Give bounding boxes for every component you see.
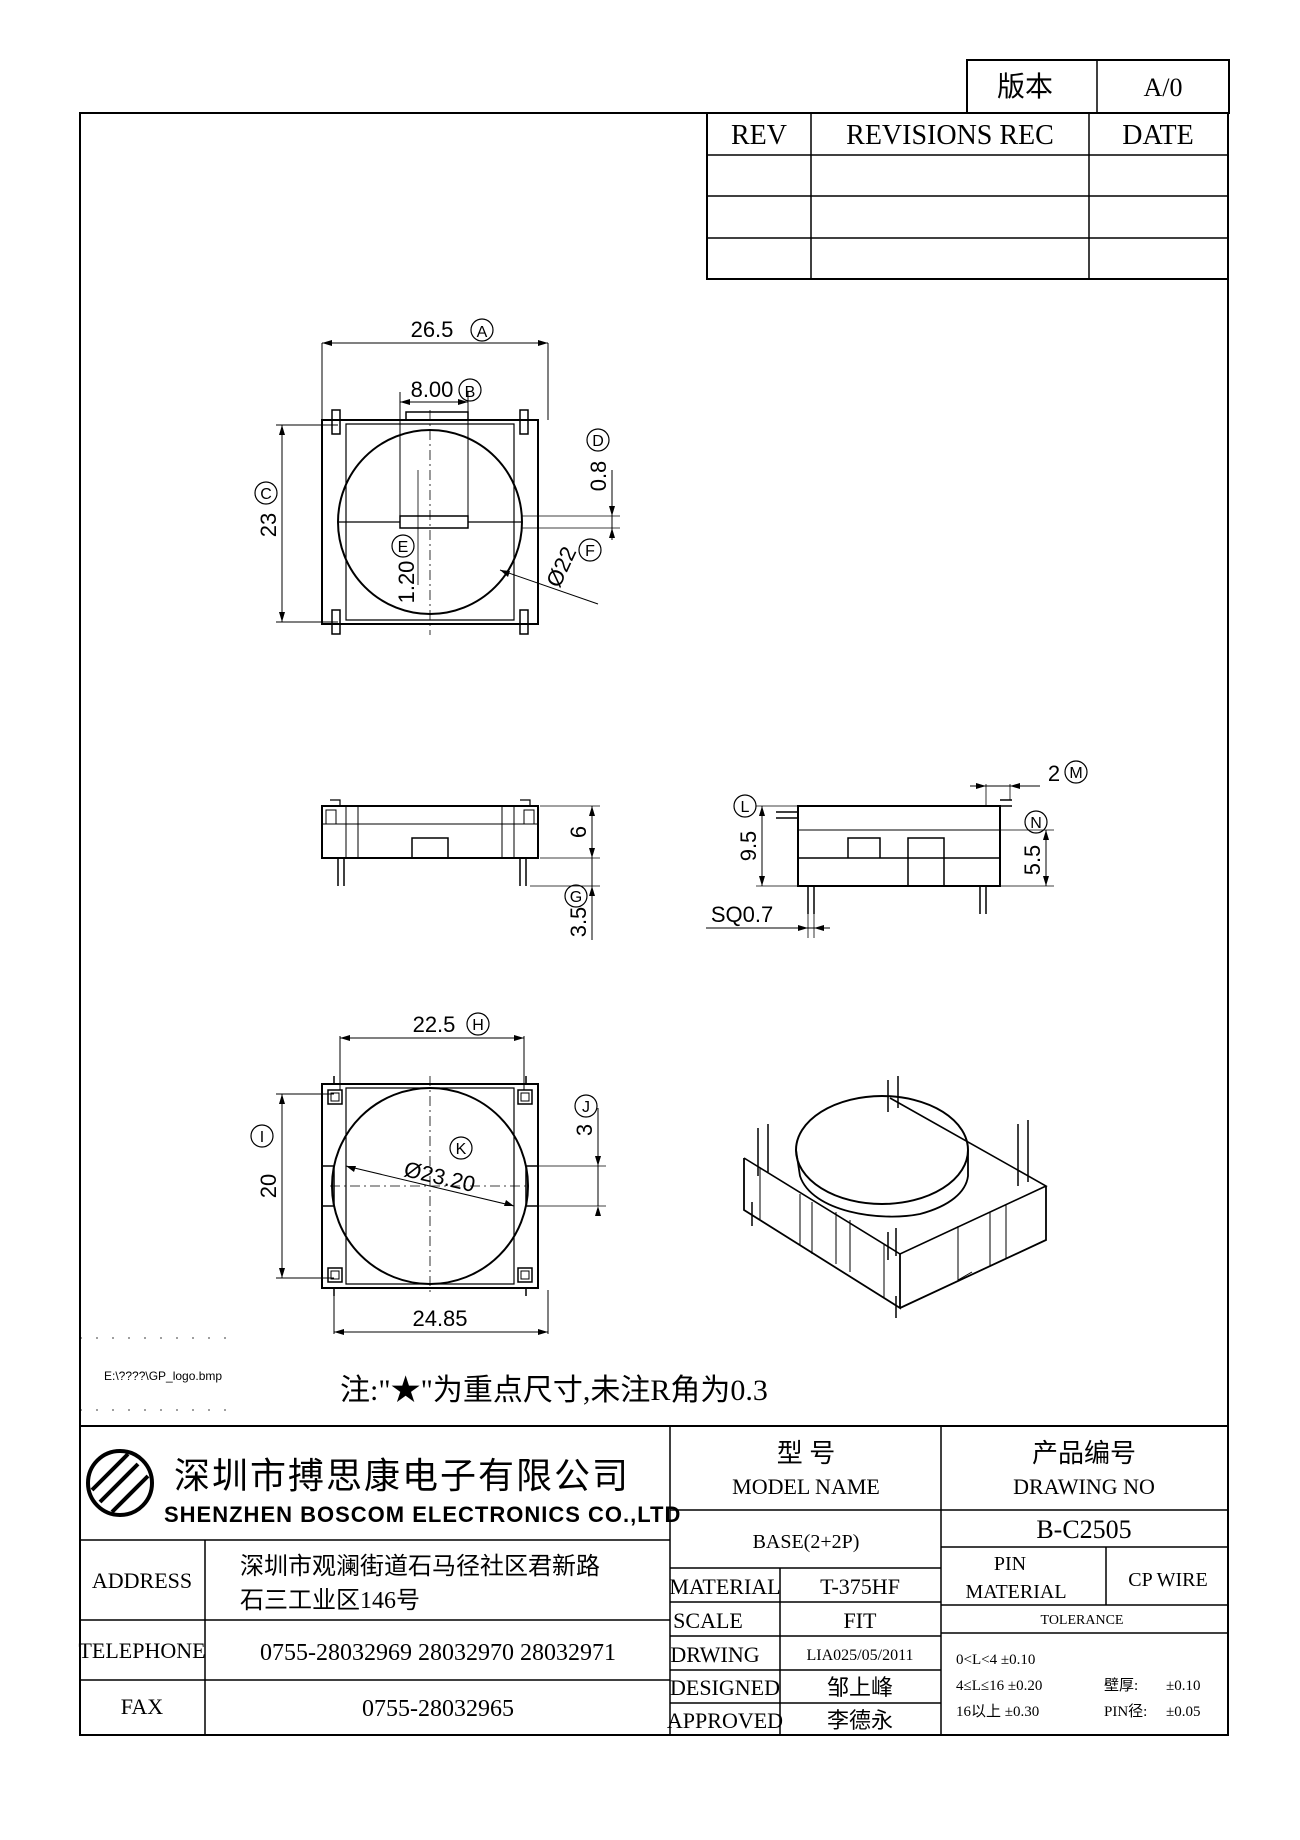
dim-b: 8.00 (411, 377, 454, 402)
logo-path: E:\????\GP_logo.bmp (104, 1369, 222, 1383)
bottom-dim-i: 20 (256, 1174, 281, 1198)
tolerance-row-1: 0<L<4 ±0.10 (956, 1652, 1035, 1668)
drwing-value: LIA025/05/2011 (807, 1647, 914, 1664)
designed-label: DESIGNED (670, 1675, 780, 1700)
bottom-dim-j: 3 (572, 1124, 597, 1136)
drawing-no-value: B-C2505 (1036, 1515, 1131, 1544)
bottom-dim-width: 24.85 (412, 1306, 467, 1331)
side-dim-m: 2 (1048, 761, 1060, 786)
rev-header: REV (731, 120, 787, 151)
dim-e: 1.20 (394, 561, 419, 604)
side-view: 9.5 L 2 M 5.5 N SQ0.7 (706, 760, 1088, 938)
material-value: T-375HF (820, 1574, 900, 1599)
drwing-label: DRWING (670, 1642, 759, 1667)
notes-area: E:\????\GP_logo.bmp 注:"★"为重点尺寸,未注R角为0.3 (80, 1337, 768, 1411)
top-view: 26.5 A 8.00 B 23 C 0.8 D 1.20 E Ø22 (254, 317, 620, 635)
bottom-dim-k: Ø23.20 (402, 1156, 478, 1197)
sheet-border (79, 112, 1229, 1736)
company-logo (86, 1449, 154, 1517)
drawing-no-label-cn: 产品编号 (1032, 1439, 1136, 1468)
dim-f-ref: F (585, 543, 595, 560)
version-value: A/0 (1144, 73, 1183, 102)
drawing-no-label-en: DRAWING NO (1013, 1474, 1155, 1499)
approved-value: 李德永 (827, 1708, 893, 1733)
front-dim-pin: 3.5 (566, 907, 591, 938)
side-dim-l-ref: L (741, 799, 750, 816)
dim-d-ref: D (592, 433, 604, 450)
pin-material-value: CP WIRE (1128, 1569, 1207, 1591)
bottom-dim-h-ref: H (472, 1017, 484, 1034)
side-dim-m-ref: M (1069, 765, 1082, 782)
tolerance-label: TOLERANCE (1041, 1613, 1124, 1628)
wall-label: 壁厚: (1104, 1677, 1138, 1694)
company-name-en: SHENZHEN BOSCOM ELECTRONICS CO.,LTD (164, 1502, 681, 1527)
date-header: DATE (1122, 120, 1194, 151)
address-label: ADDRESS (92, 1568, 192, 1593)
tolerance-row-2: 4≤L≤16 ±0.20 (956, 1678, 1042, 1694)
bottom-dim-i-ref: I (260, 1129, 264, 1146)
designed-value: 邹上峰 (827, 1675, 893, 1700)
telephone-value: 0755-28032969 28032970 28032971 (260, 1640, 616, 1666)
dimension-note: 注:"★"为重点尺寸,未注R角为0.3 (340, 1374, 768, 1407)
front-dim-pin-ref: G (570, 889, 582, 906)
side-dim-l: 9.5 (736, 831, 761, 862)
dim-d: 0.8 (586, 461, 611, 492)
dim-b-ref: B (465, 384, 476, 401)
bottom-view: Ø23.20 K 22.5 H 20 I 3 J 24.85 (250, 1012, 606, 1335)
model-label-cn: 型 号 (777, 1439, 836, 1468)
title-block: 深圳市搏思康电子有限公司 SHENZHEN BOSCOM ELECTRONICS… (78, 1425, 1228, 1735)
pin-material-line-2: MATERIAL (965, 1581, 1066, 1603)
revisions-rec-header: REVISIONS REC (846, 120, 1054, 151)
front-view: 6 3.5 G (321, 799, 600, 940)
version-label: 版本 (997, 71, 1053, 103)
tolerance-row-3: 16以上 ±0.30 (956, 1703, 1039, 1720)
isometric-view (743, 1076, 1048, 1318)
fax-label: FAX (121, 1694, 163, 1719)
dim-c-ref: C (260, 486, 272, 503)
address-line-2: 石三工业区146号 (240, 1587, 420, 1614)
dim-a: 26.5 (411, 317, 454, 342)
bottom-dim-k-ref: K (456, 1141, 467, 1158)
bottom-dim-j-ref: J (582, 1099, 590, 1116)
side-dim-n-ref: N (1030, 815, 1042, 832)
version-box: 版本 A/0 (966, 59, 1230, 114)
pin-dia-label: PIN径: (1104, 1703, 1147, 1720)
fax-value: 0755-28032965 (362, 1696, 514, 1722)
address-line-1: 深圳市观澜街道石马径社区君新路 (240, 1553, 600, 1580)
revisions-table: REV REVISIONS REC DATE (706, 112, 1229, 280)
model-value: BASE(2+2P) (753, 1531, 860, 1553)
approved-label: APPROVED (667, 1708, 783, 1733)
dim-e-ref: E (398, 539, 409, 556)
dim-a-ref: A (477, 324, 488, 341)
pin-material-line-1: PIN (994, 1553, 1026, 1575)
front-dim-height: 6 (566, 826, 591, 838)
pin-dia-value: ±0.05 (1166, 1704, 1200, 1720)
company-name-cn: 深圳市搏思康电子有限公司 (174, 1456, 630, 1496)
scale-label: SCALE (673, 1608, 743, 1633)
scale-value: FIT (844, 1608, 878, 1633)
side-dim-n: 5.5 (1020, 845, 1045, 876)
bottom-dim-h: 22.5 (413, 1012, 456, 1037)
material-label: MATERIAL (669, 1574, 780, 1599)
model-label-en: MODEL NAME (732, 1474, 880, 1499)
side-dim-sq: SQ0.7 (711, 902, 773, 927)
wall-value: ±0.10 (1166, 1678, 1200, 1694)
dim-c: 23 (256, 513, 281, 537)
telephone-label: TELEPHONE (78, 1638, 205, 1663)
dim-f: Ø22 (541, 543, 581, 591)
